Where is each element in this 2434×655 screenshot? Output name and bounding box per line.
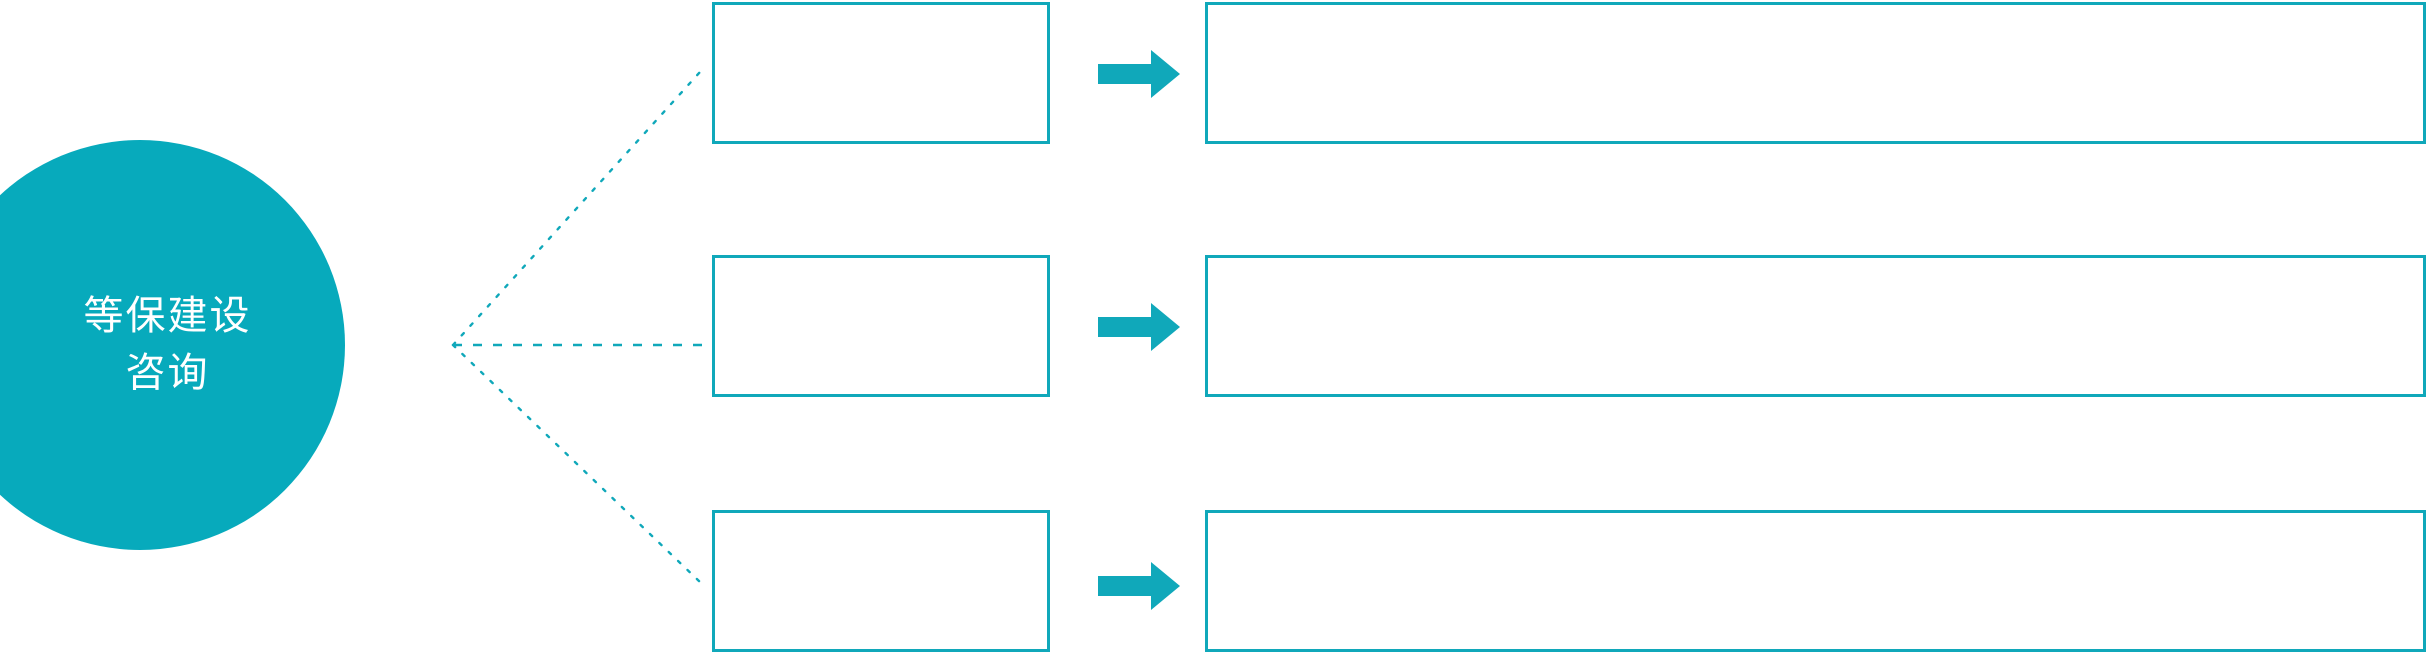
arrow-right-icon [1098,303,1180,351]
process-row [0,255,2434,400]
arrow-right-icon [1098,562,1180,610]
hub-label-line-1: 等保建设 [83,294,252,339]
stage-box[interactable] [712,510,1050,652]
detail-box[interactable] [1205,2,2426,144]
hub-label-line-2: 咨询 [125,351,210,395]
detail-box[interactable] [1205,510,2426,652]
stage-box[interactable] [712,255,1050,397]
hub-circle[interactable]: 等保建设 咨询 [0,140,345,550]
stage-box[interactable] [712,2,1050,144]
process-row [0,2,2434,147]
process-row [0,510,2434,655]
arrow-right-icon [1098,50,1180,98]
detail-box[interactable] [1205,255,2426,397]
